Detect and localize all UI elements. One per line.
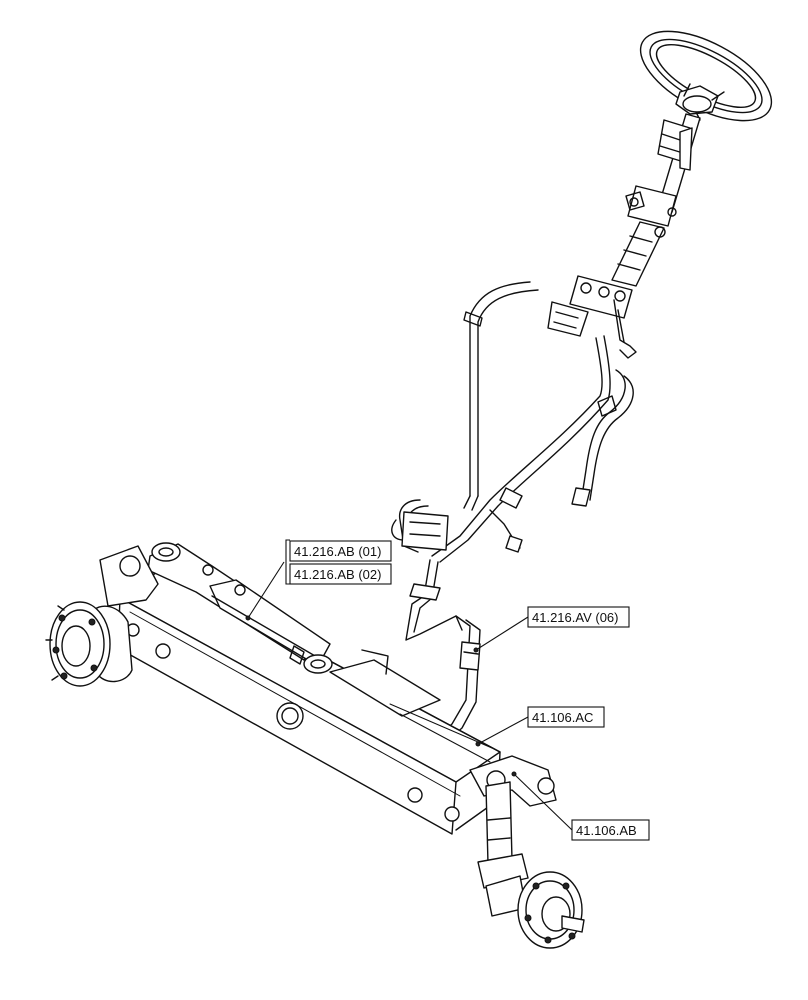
callout-hose[interactable]: 41.216.AV (06) bbox=[527, 606, 630, 628]
right-steering-knuckle bbox=[469, 755, 585, 949]
steering-cylinder bbox=[147, 542, 333, 674]
steering-hoses bbox=[391, 281, 634, 743]
front-axle-body bbox=[117, 569, 501, 835]
callout-cylinder-02[interactable]: 41.216.AB (02) bbox=[289, 563, 392, 585]
callout-knuckle[interactable]: 41.106.AB bbox=[571, 819, 650, 841]
callout-leaders bbox=[245, 539, 573, 831]
callout-axle-body[interactable]: 41.106.AC bbox=[527, 706, 605, 728]
callout-cylinder-02-label: 41.216.AB (02) bbox=[294, 567, 381, 582]
left-wheel-hub bbox=[45, 545, 159, 687]
callout-cylinder-01[interactable]: 41.216.AB (01) bbox=[289, 540, 392, 562]
callout-axle-body-label: 41.106.AC bbox=[532, 710, 593, 725]
callout-cylinder-01-label: 41.216.AB (01) bbox=[294, 544, 381, 559]
steering-column bbox=[547, 113, 701, 359]
steering-wheel bbox=[639, 30, 773, 122]
callout-hose-label: 41.216.AV (06) bbox=[532, 610, 618, 625]
callout-knuckle-label: 41.106.AB bbox=[576, 823, 637, 838]
